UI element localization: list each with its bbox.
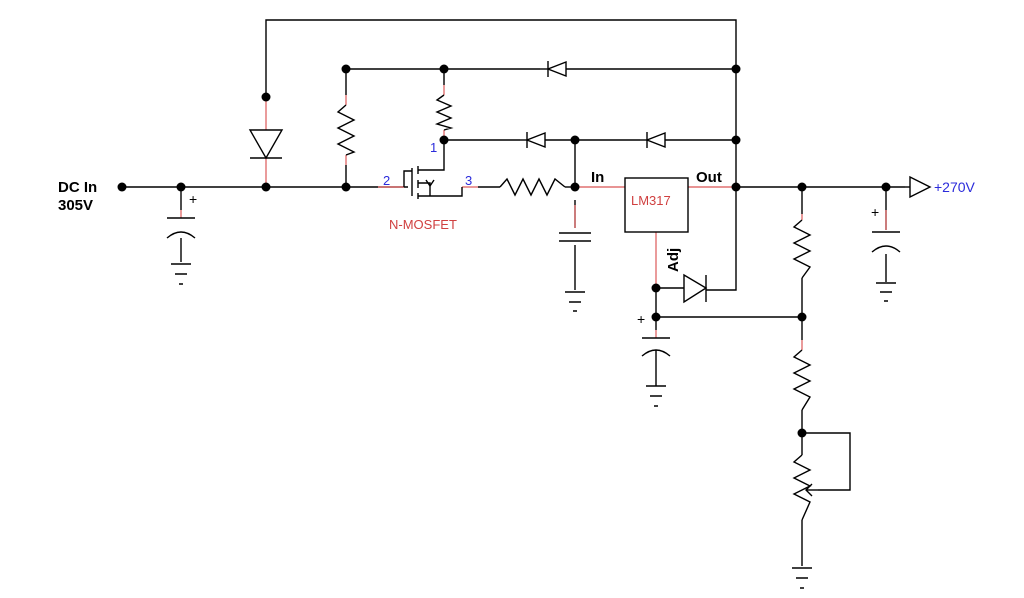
component-leads — [180, 85, 887, 350]
regulator-adj-label: Adj — [665, 248, 682, 272]
capacitor-c4 — [641, 337, 671, 357]
diode-d2-top — [540, 60, 567, 78]
capacitor-c2 — [559, 232, 591, 242]
output-net-flag — [905, 175, 932, 199]
diode-d5-adj — [683, 273, 708, 304]
mosfet-pin-gate: 2 — [383, 173, 390, 188]
dc-in-label: DC In — [58, 179, 97, 196]
diode-d4 — [640, 131, 666, 149]
output-net-label: +270V — [934, 179, 976, 195]
wires — [122, 19, 905, 566]
resistors — [336, 94, 818, 521]
text-labels: DC In 305V 2 1 3 N-MOSFET LM317 In Out A… — [58, 140, 976, 327]
cap-plus-sign: + — [871, 204, 879, 220]
ground-symbols — [171, 263, 896, 589]
regulator-in-label: In — [591, 169, 604, 186]
mosfet-name: N-MOSFET — [389, 217, 457, 232]
resistor-r3 — [499, 177, 566, 197]
ground-symbol — [171, 263, 191, 285]
mosfet-pin-drain: 1 — [430, 140, 437, 155]
capacitors — [166, 217, 901, 357]
dc-in-voltage: 305V — [58, 197, 93, 214]
capacitor-c3 — [871, 231, 901, 253]
diode-d3 — [520, 131, 546, 149]
ground-symbol — [876, 282, 896, 302]
ground-symbol — [646, 385, 666, 407]
resistor-r5 — [792, 349, 812, 411]
junction-dots — [117, 64, 891, 438]
resistor-r1 — [336, 104, 356, 156]
potentiometer — [792, 454, 818, 521]
regulator-out-label: Out — [696, 169, 722, 186]
diode-d1-vertical — [248, 129, 284, 160]
n-mosfet — [403, 140, 463, 199]
mosfet-pin-source: 3 — [465, 173, 472, 188]
resistor-r4 — [792, 219, 812, 279]
ground-symbol — [792, 567, 812, 589]
diodes — [248, 60, 708, 304]
resistor-r2 — [434, 94, 454, 131]
ground-symbol — [565, 291, 585, 312]
cap-plus-sign: + — [637, 311, 645, 327]
lm317-regulator — [624, 177, 689, 233]
cap-plus-sign: + — [189, 191, 197, 207]
regulator-name: LM317 — [631, 193, 671, 208]
capacitor-c1 — [166, 217, 196, 239]
